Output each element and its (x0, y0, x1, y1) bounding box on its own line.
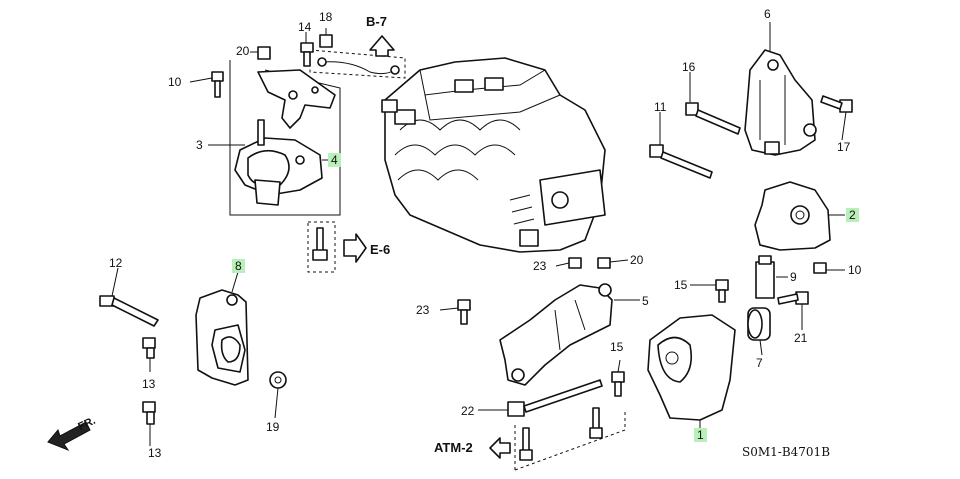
ground-strap (309, 49, 406, 79)
callout-23-lower: 23 (416, 303, 430, 317)
callout-19: 19 (266, 420, 280, 434)
callout-15-right: 15 (674, 278, 688, 292)
ref-e6: E-6 (370, 242, 391, 257)
callout-7: 7 (756, 356, 763, 370)
callout-4: 4 (328, 153, 341, 167)
trans-mount-1 (647, 314, 736, 421)
callout-8: 8 (232, 259, 245, 273)
nut-20-lower (597, 257, 611, 269)
callout-20-lower: 20 (630, 253, 644, 267)
bolt-21 (777, 291, 809, 305)
callout-10: 10 (168, 75, 182, 89)
bolt-14 (300, 42, 314, 67)
callout-14: 14 (298, 20, 312, 34)
bolt-16 (685, 102, 741, 135)
front-arrow (47, 421, 91, 452)
nut-19 (269, 371, 287, 389)
atm2-bolt-group (514, 407, 626, 471)
engine-block (381, 57, 606, 253)
upper-left-mount (229, 46, 341, 216)
callout-23-upper: 23 (533, 259, 547, 273)
callout-11: 11 (654, 100, 667, 114)
callout-15-lower: 15 (610, 340, 624, 354)
callout-5: 5 (642, 294, 649, 308)
diagram-code: S0M1-B4701B (742, 445, 831, 459)
callout-22: 22 (461, 404, 475, 418)
callout-21: 21 (794, 331, 808, 345)
callout-13-upper: 13 (142, 377, 156, 391)
left-mount-8 (195, 289, 249, 386)
atm2-arrow (489, 437, 511, 459)
stud-9 (755, 255, 775, 299)
bolt-23-lower (457, 299, 471, 325)
callout-9: 9 (790, 270, 797, 284)
callout-20: 20 (236, 44, 250, 58)
ref-b7: B-7 (366, 14, 387, 29)
callout-12: 12 (109, 256, 123, 270)
callout-3: 3 (196, 138, 203, 152)
bolt-22 (507, 379, 603, 417)
bolt-10-right (813, 262, 827, 274)
bolt-11 (649, 144, 713, 179)
callout-10-right: 10 (848, 263, 862, 277)
bracket-5 (499, 283, 613, 386)
callout-16: 16 (682, 60, 696, 74)
callout-1: 1 (694, 428, 707, 442)
bolt-12 (99, 295, 159, 327)
bolt-13-lower (142, 401, 156, 425)
bolt-10-left (211, 71, 224, 98)
e6-arrow (343, 233, 367, 263)
callout-17: 17 (837, 140, 851, 154)
bushing-7 (747, 307, 771, 341)
bolt-18 (319, 34, 333, 48)
bolt-17 (820, 95, 853, 113)
b7-arrow (369, 35, 395, 57)
callout-2: 2 (846, 208, 859, 222)
bolt-15-lower (611, 371, 625, 397)
rear-bracket-6 (744, 49, 817, 156)
bolt-15-right (715, 279, 729, 303)
e6-bolt-group (307, 221, 336, 273)
callout-13-lower: 13 (148, 446, 162, 460)
ref-atm2: ATM-2 (434, 440, 473, 455)
callout-18: 18 (319, 10, 333, 24)
bolt-23-upper (568, 257, 582, 269)
right-mount-2 (754, 181, 831, 251)
callout-6: 6 (764, 7, 771, 21)
bolt-13-upper (142, 337, 156, 359)
